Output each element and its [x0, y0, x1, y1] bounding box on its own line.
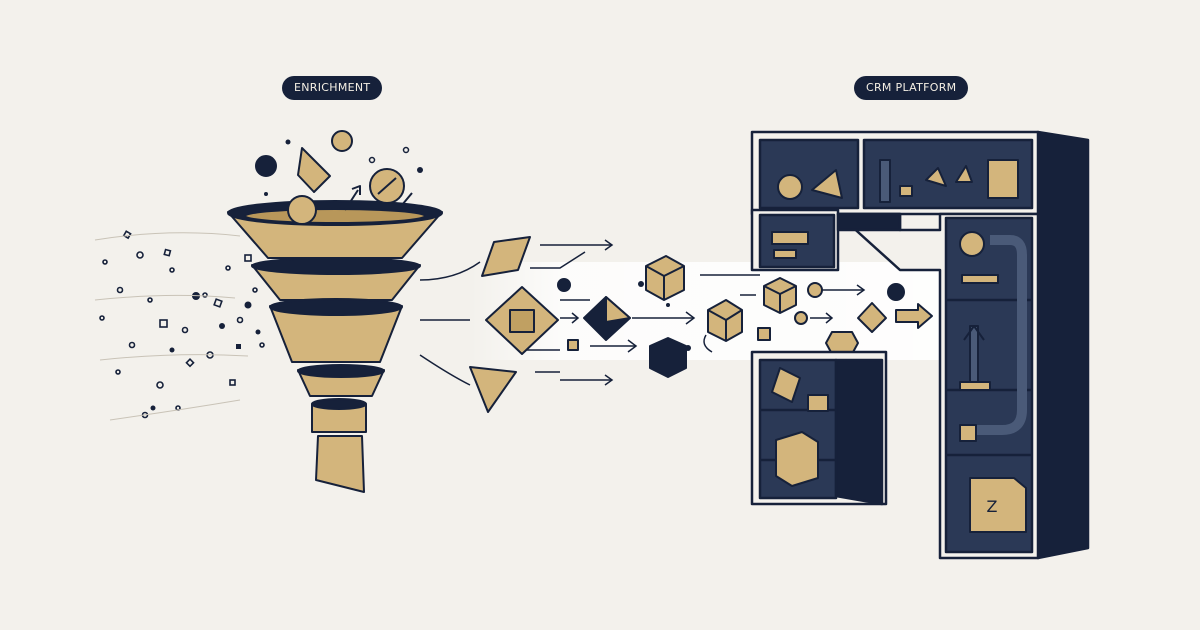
- triangle-icon: [469, 366, 517, 413]
- cube-icon: [987, 159, 1019, 199]
- enrichment-label: ENRICHMENT: [282, 76, 383, 100]
- diamond-icon: [771, 367, 801, 403]
- sphere-icon: [287, 195, 317, 225]
- sphere-icon: [557, 278, 571, 292]
- diamond-icon: [481, 236, 531, 277]
- diamond-icon: [297, 147, 331, 193]
- arrow-icon: [419, 239, 866, 386]
- crm-platform-label: CRM PLATFORM: [854, 76, 969, 100]
- cube-icon: [969, 477, 1027, 533]
- sphere-icon: [331, 130, 353, 152]
- box-letter: Z: [987, 497, 998, 516]
- sphere-icon: [959, 231, 985, 257]
- sphere-icon: [255, 155, 277, 177]
- diamond-icon: [857, 302, 887, 333]
- pipe-icon: [966, 235, 1027, 435]
- funnel-icon: [227, 200, 443, 493]
- cube-icon: [775, 431, 819, 487]
- cube-icon: [649, 337, 687, 378]
- sphere-icon: [887, 283, 905, 301]
- raw-data-particles: [99, 230, 265, 419]
- arrow-icon: [895, 303, 933, 329]
- sphere-icon: [777, 174, 803, 200]
- triangle-icon: [811, 169, 843, 199]
